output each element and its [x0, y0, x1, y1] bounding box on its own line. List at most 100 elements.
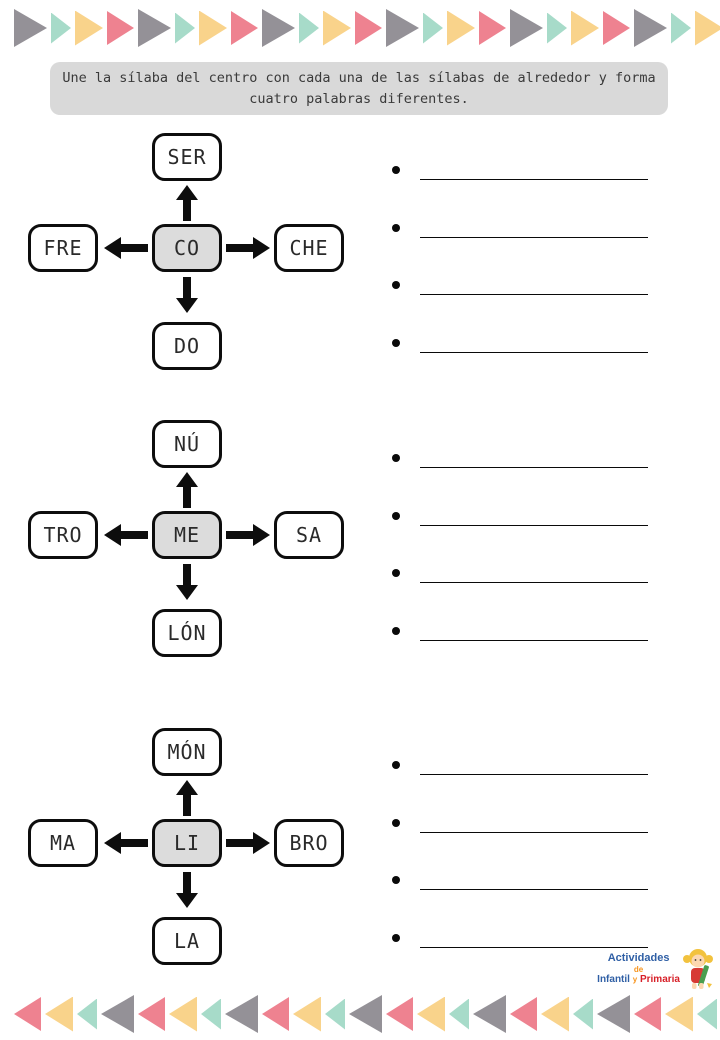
decorative-triangle-border-bottom [0, 992, 720, 1036]
syllable-label: MÓN [167, 740, 207, 764]
triangle-yellow-icon [447, 10, 475, 46]
syllable-box-right: BRO [274, 819, 344, 867]
syllable-box-right: CHE [274, 224, 344, 272]
answer-group-3 [390, 758, 652, 958]
triangle-yellow-icon [199, 10, 227, 46]
syllable-label: CO [173, 236, 201, 260]
syllable-box-left: MA [28, 819, 98, 867]
bullet-dot-icon [392, 224, 400, 232]
answer-row [390, 509, 652, 533]
bullet-dot-icon [392, 819, 400, 827]
answer-write-line[interactable] [420, 509, 648, 526]
answer-row [390, 816, 652, 840]
bullet-dot-icon [392, 627, 400, 635]
answer-row [390, 163, 652, 187]
bullet-dot-icon [392, 876, 400, 884]
arrow-left-icon [104, 237, 148, 259]
triangle-mint-icon [51, 12, 71, 44]
syllable-box-center: ME [152, 511, 222, 559]
triangle-gray-icon [262, 9, 295, 47]
bullet-dot-icon [392, 569, 400, 577]
syllable-label: LI [173, 831, 201, 855]
answer-write-line[interactable] [420, 451, 648, 468]
syllable-cross-2: NÚ TRO ME SA LÓN [28, 420, 344, 657]
triangle-yellow-icon [541, 996, 569, 1032]
syllable-box-bottom: LÓN [152, 609, 222, 657]
answer-row [390, 278, 652, 302]
triangle-mint-icon [449, 998, 469, 1030]
triangle-yellow-icon [293, 996, 321, 1032]
arrow-down-icon [176, 564, 198, 600]
triangle-mint-icon [671, 12, 691, 44]
syllable-box-left: TRO [28, 511, 98, 559]
triangle-yellow-icon [695, 10, 720, 46]
arrow-up-icon [176, 780, 198, 816]
bullet-dot-icon [392, 454, 400, 462]
arrow-right-icon [226, 524, 270, 546]
syllable-label: LÓN [167, 621, 207, 645]
syllable-box-top: NÚ [152, 420, 222, 468]
triangle-gray-icon [634, 9, 667, 47]
bullet-dot-icon [392, 761, 400, 769]
syllable-label: CHE [289, 236, 329, 260]
triangle-yellow-icon [169, 996, 197, 1032]
syllable-label: SA [295, 523, 323, 547]
answer-write-line[interactable] [420, 931, 648, 948]
triangle-mint-icon [201, 998, 221, 1030]
triangle-mint-icon [299, 12, 319, 44]
answer-write-line[interactable] [420, 873, 648, 890]
arrow-up-icon [176, 472, 198, 508]
syllable-cross-1: SER FRE CO CHE DO [28, 133, 344, 370]
syllable-label: FRE [43, 236, 83, 260]
syllable-label: BRO [289, 831, 329, 855]
answer-write-line[interactable] [420, 624, 648, 641]
triangle-yellow-icon [665, 996, 693, 1032]
answer-write-line[interactable] [420, 566, 648, 583]
triangle-pink-icon [231, 11, 258, 45]
answer-write-line[interactable] [420, 163, 648, 180]
syllable-box-bottom: DO [152, 322, 222, 370]
instruction-text: Une la sílaba del centro con cada una de… [62, 69, 656, 107]
syllable-box-center: CO [152, 224, 222, 272]
triangle-gray-icon [386, 9, 419, 47]
decorative-triangle-border-top [0, 6, 720, 50]
answer-row [390, 624, 652, 648]
triangle-pink-icon [386, 997, 413, 1031]
bullet-dot-icon [392, 934, 400, 942]
arrow-left-icon [104, 832, 148, 854]
answer-row [390, 758, 652, 782]
instruction-box: Une la sílaba del centro con cada una de… [50, 62, 668, 115]
answer-group-2 [390, 451, 652, 651]
triangle-pink-icon [262, 997, 289, 1031]
answer-write-line[interactable] [420, 336, 648, 353]
answer-row [390, 873, 652, 897]
syllable-box-right: SA [274, 511, 344, 559]
bullet-dot-icon [392, 281, 400, 289]
logo-line-3: Infantil y Primaria [597, 974, 680, 986]
logo-word-y: y [632, 975, 638, 985]
arrow-down-icon [176, 277, 198, 313]
triangle-mint-icon [573, 998, 593, 1030]
syllable-label: ME [173, 523, 201, 547]
triangle-mint-icon [423, 12, 443, 44]
triangle-pink-icon [107, 11, 134, 45]
answer-write-line[interactable] [420, 758, 648, 775]
logo-word-infantil: Infantil [597, 974, 630, 986]
arrow-up-icon [176, 185, 198, 221]
triangle-gray-icon [101, 995, 134, 1033]
logo-line-1: Actividades [607, 952, 670, 965]
publisher-logo-text: Actividades de Infantil y Primaria [597, 952, 680, 985]
syllable-label: DO [173, 334, 201, 358]
answer-write-line[interactable] [420, 816, 648, 833]
answer-write-line[interactable] [420, 221, 648, 238]
answer-group-1 [390, 163, 652, 363]
triangle-gray-icon [349, 995, 382, 1033]
logo-character-icon [683, 949, 713, 989]
triangle-mint-icon [697, 998, 717, 1030]
syllable-cross-3: MÓN MA LI BRO LA [28, 728, 344, 965]
syllable-label: NÚ [173, 432, 201, 456]
syllable-box-top: SER [152, 133, 222, 181]
answer-write-line[interactable] [420, 278, 648, 295]
bullet-dot-icon [392, 512, 400, 520]
